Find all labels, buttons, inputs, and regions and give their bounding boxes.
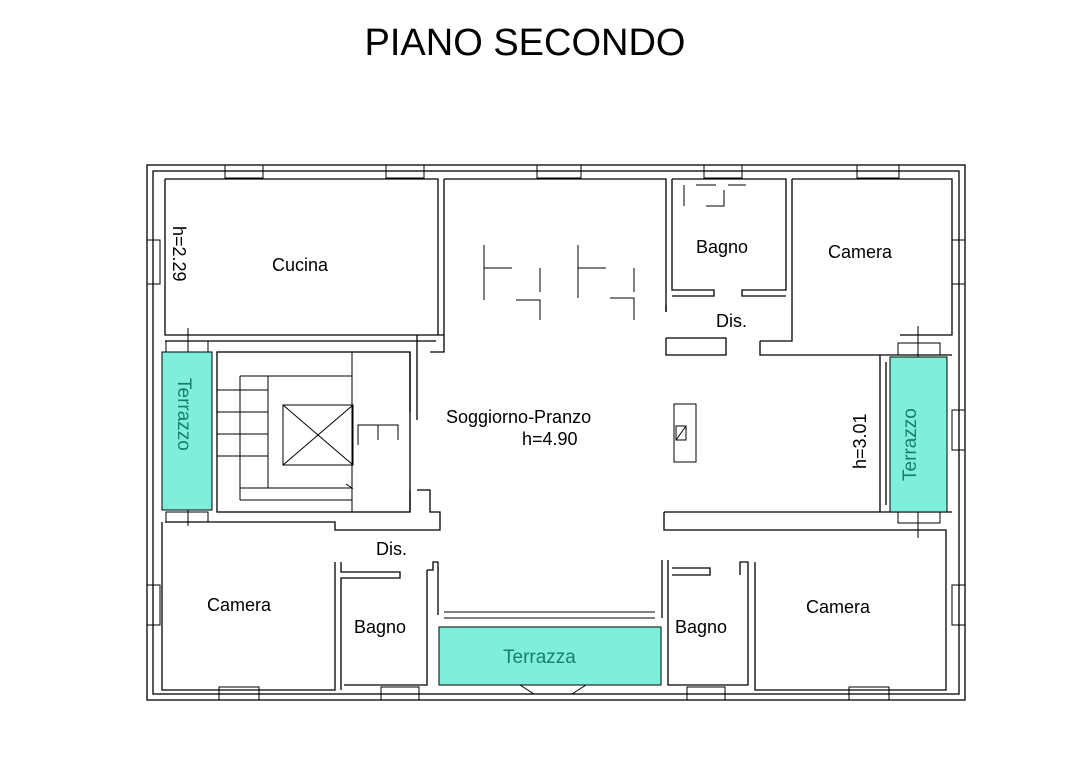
terrace-label-right: Terrazzo [900, 408, 921, 481]
height-label-cucina: h=2.29 [169, 226, 189, 282]
room-label-soggiorno: Soggiorno-Pranzo [446, 407, 591, 427]
room-label-camera-bottom-left: Camera [207, 595, 272, 615]
room-label-camera-top-right: Camera [828, 242, 893, 262]
windows [146, 164, 966, 701]
interior-walls [161, 178, 953, 695]
room-label-bagno-top: Bagno [696, 237, 748, 257]
plan-title: PIANO SECONDO [364, 22, 686, 64]
room-label-dis-bottom: Dis. [376, 539, 407, 559]
terrace-bottom [438, 626, 662, 686]
room-label-cucina: Cucina [272, 255, 329, 275]
height-label-right: h=3.01 [850, 413, 870, 469]
terrace-label-bottom: Terrazza [503, 647, 576, 668]
terrace-right [889, 356, 948, 513]
room-label-bagno-bottom-left: Bagno [354, 617, 406, 637]
terrace-label-left: Terrazzo [173, 378, 194, 451]
terraces [161, 326, 948, 686]
room-label-bagno-bottom-right: Bagno [675, 617, 727, 637]
room-label-camera-bottom-right: Camera [806, 597, 871, 617]
room-label-dis-top: Dis. [716, 311, 747, 331]
height-label-soggiorno: h=4.90 [522, 429, 578, 449]
